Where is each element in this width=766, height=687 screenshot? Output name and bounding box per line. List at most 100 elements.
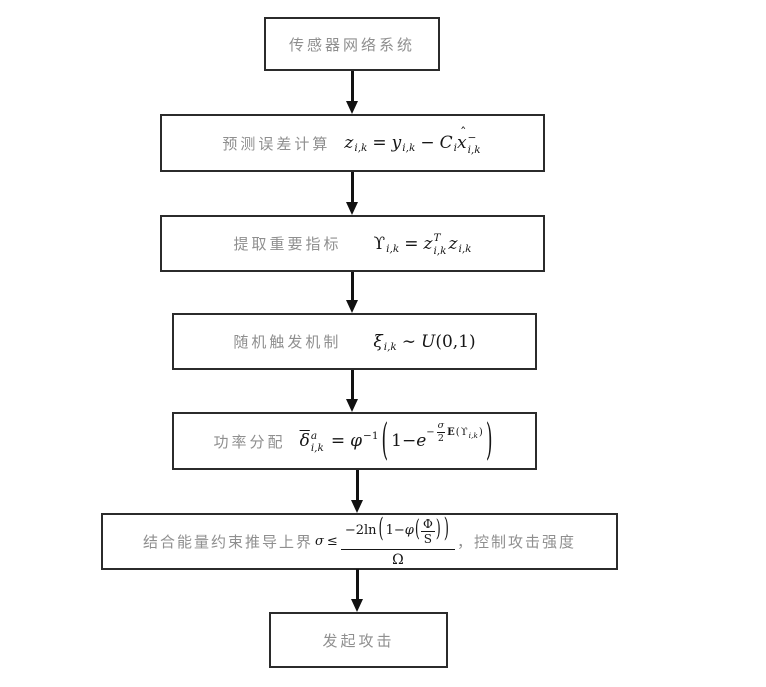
var-xi: ξ	[373, 331, 383, 352]
arrow-shaft	[350, 272, 354, 300]
minus-sign: −	[420, 133, 435, 153]
var-delta-supsub: a i,k	[310, 429, 324, 454]
inner-left-paren: (	[414, 516, 420, 544]
tilde-operator: ∼	[401, 331, 417, 352]
var-phi: φ	[404, 522, 414, 538]
leq-sign: ≤	[326, 534, 338, 549]
arrow-2	[346, 172, 358, 215]
arrow-shaft	[350, 172, 354, 202]
var-x-superscript: −	[467, 131, 477, 144]
node-power-allocation-formula: δ a i,k = φ −1 ( 1− e − σ 2 E ( ϒ i,k )	[299, 416, 496, 467]
exponent-numerator: σ	[436, 420, 446, 433]
arrow-5	[351, 470, 363, 513]
node-launch-attack-label: 发起攻击	[322, 631, 395, 650]
var-z1-superscript: T	[433, 232, 441, 244]
var-x-hat: ˆ x	[456, 126, 467, 153]
right-paren: )	[443, 514, 449, 545]
arrow-4	[346, 370, 358, 412]
arrow-shaft	[355, 470, 359, 500]
inner-right-paren: )	[435, 516, 441, 544]
exponent-upsilon: ϒ	[460, 426, 468, 438]
var-upsilon: ϒ	[373, 233, 386, 254]
var-phi: φ	[350, 431, 363, 451]
var-phi-superscript: −1	[363, 430, 379, 442]
node-prediction-error-formula: z i,k = y i,k − C i ˆ x − i,k	[344, 126, 482, 156]
arrow-shaft	[355, 569, 359, 599]
equals-sign: =	[372, 133, 387, 153]
var-z1: z	[423, 233, 433, 254]
node-power-allocation: 功率分配 δ a i,k = φ −1 ( 1− e − σ 2 E ( ϒ	[172, 412, 537, 470]
var-z1-supsub: T i,k	[433, 233, 446, 256]
var-y-subscript: i,k	[402, 142, 416, 154]
expectation-left-paren: (	[455, 426, 460, 438]
arrow-1	[346, 71, 358, 114]
var-z2: z	[448, 233, 458, 254]
var-xi-subscript: i,k	[383, 340, 397, 353]
left-paren: (	[381, 415, 389, 467]
var-U: U	[421, 331, 436, 352]
var-C-subscript: i	[453, 142, 457, 154]
arrow-head-icon	[346, 101, 358, 114]
hat-accent: ˆ	[459, 126, 467, 141]
node-energy-bound-formula: σ ≤ −2ln ( 1− φ ( Φ S ) ) Ω	[315, 515, 455, 568]
var-e: e	[416, 431, 427, 451]
arrow-shaft	[350, 370, 354, 399]
minus-2ln: −2ln	[344, 522, 377, 538]
inner-fraction: Φ S	[420, 516, 435, 546]
one-minus: 1−	[391, 431, 417, 451]
bound-fraction-numerator: −2ln ( 1− φ ( Φ S ) )	[340, 514, 455, 550]
var-x-supsub: − i,k	[467, 131, 481, 156]
var-upsilon-subscript: i,k	[386, 242, 400, 255]
expectation-operator: E	[447, 426, 455, 438]
node-sensor-network-label: 传感器网络系统	[288, 35, 415, 54]
node-prediction-error-label: 预测误差计算	[222, 134, 331, 153]
inner-fraction-numerator: Φ	[420, 516, 435, 532]
exponent-upsilon-subscript: i,k	[468, 430, 478, 440]
node-random-trigger-label: 随机触发机制	[233, 333, 342, 351]
inner-fraction-denominator: S	[423, 531, 432, 546]
node-sensor-network: 传感器网络系统	[264, 17, 440, 71]
var-delta-subscript: i,k	[310, 442, 324, 454]
arrow-6	[351, 569, 363, 612]
node-energy-bound-label-prefix: 结合能量约束推导上界	[143, 533, 314, 551]
var-y: y	[391, 133, 402, 153]
uniform-args: (0,1)	[435, 331, 476, 352]
arrow-head-icon	[346, 399, 358, 412]
exponent-minus: −	[426, 426, 435, 438]
var-C: C	[439, 133, 453, 153]
exponent-fraction: σ 2	[436, 420, 446, 444]
exponent-denominator: 2	[437, 432, 444, 444]
var-x: x	[456, 133, 467, 153]
arrow-3	[346, 272, 358, 313]
node-random-trigger: 随机触发机制 ξ i,k ∼ U (0,1)	[172, 313, 537, 370]
equals-sign: =	[330, 431, 346, 451]
node-energy-bound-label-suffix: ，控制攻击强度	[456, 533, 576, 551]
equals-sign: =	[404, 233, 419, 254]
var-z2-subscript: i,k	[458, 242, 472, 255]
var-delta-bar: δ	[299, 431, 310, 451]
var-z-subscript: i,k	[354, 142, 368, 154]
node-random-trigger-formula: ξ i,k ∼ U (0,1)	[373, 331, 476, 353]
node-extract-indicator-label: 提取重要指标	[233, 235, 342, 253]
exponent-block: − σ 2 E ( ϒ i,k )	[426, 421, 483, 443]
var-z: z	[344, 133, 354, 153]
var-x-subscript: i,k	[467, 144, 481, 156]
arrow-head-icon	[351, 500, 363, 513]
var-z1-subscript: i,k	[433, 244, 447, 257]
arrow-head-icon	[346, 202, 358, 215]
bound-fraction-denominator: Ω	[392, 551, 404, 568]
one-minus: 1−	[385, 522, 405, 538]
right-paren: )	[485, 415, 493, 467]
var-delta-superscript: a	[310, 429, 318, 442]
node-energy-bound: 结合能量约束推导上界 σ ≤ −2ln ( 1− φ ( Φ S ) )	[101, 513, 618, 570]
node-power-allocation-label: 功率分配	[213, 432, 286, 451]
node-prediction-error: 预测误差计算 z i,k = y i,k − C i ˆ x − i,k	[160, 114, 545, 172]
expectation-right-paren: )	[478, 426, 483, 438]
arrow-shaft	[350, 71, 354, 101]
var-sigma: σ	[315, 534, 324, 549]
node-launch-attack: 发起攻击	[269, 612, 448, 668]
node-extract-indicator: 提取重要指标 ϒ i,k = z T i,k z i,k	[160, 215, 545, 272]
left-paren: (	[378, 514, 384, 545]
arrow-head-icon	[351, 599, 363, 612]
